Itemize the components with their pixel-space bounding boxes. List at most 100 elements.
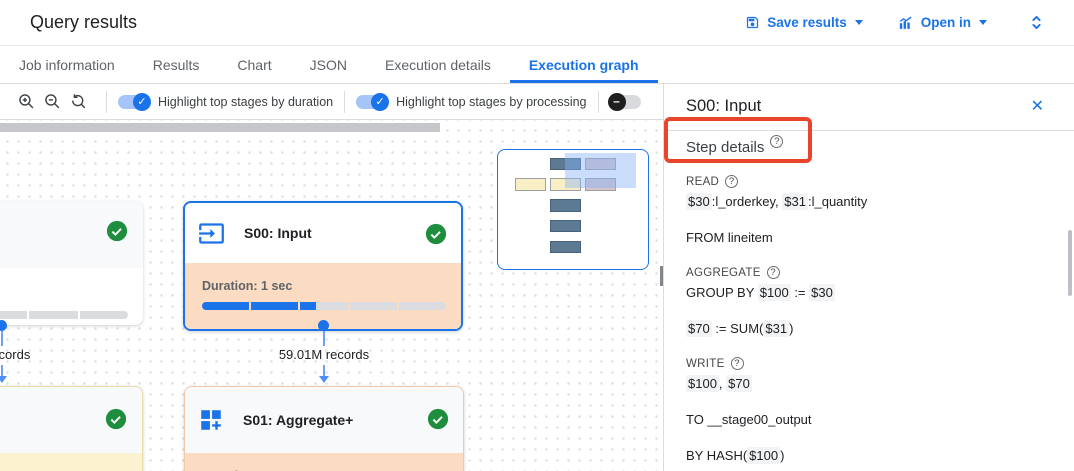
edge-connector-dot: [0, 320, 7, 331]
toolbar-divider: [106, 90, 107, 113]
success-check-icon: [105, 408, 127, 430]
step-line: TO __stage00_output: [686, 412, 812, 427]
collapse-results-icon[interactable]: [1027, 13, 1046, 32]
aggregate-stage-icon: [198, 407, 224, 433]
highlight-duration-label: Highlight top stages by duration: [158, 94, 334, 109]
stage-node-header: S01: Aggregate+: [185, 387, 463, 453]
toolbar-divider: [344, 90, 346, 113]
edge-line: [323, 331, 325, 346]
minimap-stage-rect: [550, 199, 581, 212]
stage-duration-section: Duration: 0 sec: [185, 453, 463, 471]
step-details-heading: Step details ?: [686, 135, 1052, 156]
step-label: AGGREGATE?: [686, 266, 1052, 279]
step-details-panel: S00: Input ✕ Step details ? READ? $30:l_o…: [664, 84, 1074, 471]
tab-json[interactable]: JSON: [309, 56, 347, 73]
step-line: BY HASH($100): [686, 447, 785, 464]
minimap-viewport[interactable]: [565, 153, 636, 188]
tab-results[interactable]: Results: [152, 56, 200, 73]
minimap-stage-rect: [550, 241, 581, 253]
stage-title: S01: Aggregate+: [243, 412, 354, 428]
minimap-stage-rect: [585, 178, 616, 191]
header: Query results Save results Open in: [0, 0, 1074, 46]
content: ✓ Highlight top stages by duration ✓ Hig…: [0, 84, 1074, 471]
tab-execution-graph[interactable]: Execution graph: [510, 46, 658, 83]
step-line: FROM lineitem: [686, 230, 773, 245]
stage-node-header: S00: Input: [185, 203, 461, 263]
panel-body: Step details ? READ? $30:l_orderkey, $31:…: [664, 131, 1074, 464]
step-group: READ? $30:l_orderkey, $31:l_quantity: [686, 175, 1052, 210]
stage-node-bottom-left[interactable]: [0, 386, 143, 471]
edge-records-label: 59.01M records: [278, 347, 370, 362]
success-check-icon: [106, 220, 128, 242]
step-line: GROUP BY $100 := $30: [686, 284, 835, 301]
step-group: TO __stage00_output: [686, 412, 1052, 428]
header-actions: Save results Open in: [745, 13, 1046, 32]
success-check-icon: [425, 223, 447, 245]
graph-toolbar: ✓ Highlight top stages by duration ✓ Hig…: [0, 84, 663, 120]
save-results-button[interactable]: Save results: [745, 15, 863, 30]
stage-node-s01[interactable]: S01: Aggregate+ Duration: 0 sec: [184, 386, 464, 471]
mode-toggle[interactable]: –: [607, 92, 641, 111]
close-icon[interactable]: ✕: [1030, 98, 1044, 115]
chart-icon: [897, 14, 914, 31]
annotation-highlight-box: [664, 117, 812, 163]
stage-node-header: [0, 201, 143, 268]
step-label: READ?: [686, 175, 1052, 188]
highlight-processing-label: Highlight top stages by processing: [396, 94, 587, 109]
stage-progress-bar: [0, 311, 128, 319]
zoom-reset-icon[interactable]: [69, 92, 88, 111]
help-icon[interactable]: ?: [730, 357, 744, 370]
execution-graph-canvas[interactable]: S00: Input Duration: 1 sec records: [0, 120, 663, 471]
step-line: $100, $70: [686, 375, 752, 392]
tab-chart[interactable]: Chart: [237, 56, 272, 73]
minimap-stage-rect: [550, 220, 581, 232]
zoom-out-icon[interactable]: [43, 92, 62, 111]
edge-arrowhead: [319, 376, 329, 383]
edge-line: [323, 365, 325, 376]
open-in-button[interactable]: Open in: [897, 14, 987, 31]
save-icon: [745, 15, 760, 30]
toggle-check-icon: ✓: [371, 92, 390, 111]
stage-node-header: [0, 387, 142, 453]
stage-node-left[interactable]: [0, 201, 143, 325]
help-icon[interactable]: ?: [725, 175, 739, 188]
minimap-stage-rect: [550, 158, 581, 170]
tab-job-information[interactable]: Job information: [19, 56, 115, 73]
stage-node-s00[interactable]: S00: Input Duration: 1 sec: [183, 201, 463, 331]
step-label: WRITE?: [686, 357, 1052, 370]
stage-progress-section: [0, 268, 143, 319]
step-group: BY HASH($100): [686, 447, 1052, 464]
edge-line: [1, 331, 3, 346]
minimap-stage-rect: [585, 158, 616, 170]
step-group: WRITE? $100, $70: [686, 357, 1052, 392]
panel-title: S00: Input: [686, 97, 762, 115]
vertical-scrollbar[interactable]: [660, 266, 663, 286]
caret-down-icon: [979, 20, 987, 25]
panel-header: S00: Input ✕: [664, 84, 1074, 131]
step-line: $30:l_orderkey, $31:l_quantity: [686, 193, 868, 210]
toolbar-divider: [597, 90, 599, 113]
execution-graph-area: ✓ Highlight top stages by duration ✓ Hig…: [0, 84, 664, 471]
help-icon[interactable]: ?: [766, 266, 780, 279]
page-title: Query results: [30, 12, 138, 32]
save-results-label: Save results: [767, 15, 847, 30]
tab-execution-details[interactable]: Execution details: [384, 56, 491, 73]
highlight-processing-toggle[interactable]: ✓: [356, 92, 390, 111]
tab-bar: Job information Results Chart JSON Execution…: [0, 46, 1074, 84]
step-group: AGGREGATE? GROUP BY $100 := $30: [686, 266, 1052, 301]
open-in-label: Open in: [920, 15, 971, 30]
stage-progress-bar: [202, 302, 446, 310]
stage-processing-section: [0, 453, 142, 471]
zoom-in-icon[interactable]: [17, 92, 36, 111]
horizontal-scrollbar[interactable]: [0, 123, 440, 132]
help-icon[interactable]: ?: [770, 135, 784, 148]
step-group: $70 := SUM($31): [686, 320, 1052, 337]
highlight-duration-toggle[interactable]: ✓: [118, 92, 151, 111]
step-group: FROM lineitem: [686, 230, 1052, 246]
panel-scrollbar[interactable]: [1068, 230, 1072, 296]
caret-down-icon: [854, 20, 863, 25]
input-stage-icon: [198, 220, 225, 247]
graph-minimap[interactable]: [497, 149, 649, 270]
step-line: $70 := SUM($31): [686, 320, 794, 337]
edge-line: [1, 365, 3, 376]
